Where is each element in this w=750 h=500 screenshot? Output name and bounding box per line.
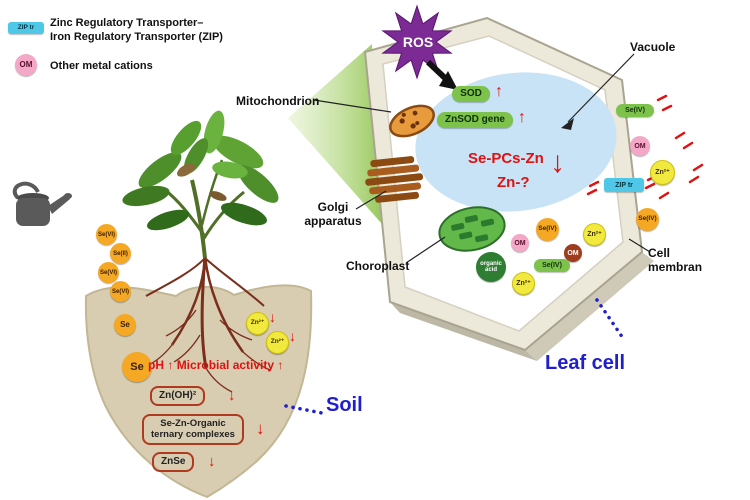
- vacuole-pointer-arrowhead: [561, 118, 574, 130]
- plant-illustration: [122, 110, 279, 259]
- soil-zn-bottom: Zn²⁺: [266, 331, 289, 354]
- organic-acid-line2: acid: [484, 267, 497, 273]
- mitochondrion-icon: [389, 104, 435, 138]
- legend-zip-text-line2: Iron Regulatory Transporter (ZIP): [50, 31, 223, 43]
- sod-box: SOD: [452, 86, 490, 102]
- cell-ion-om-dark: OM: [564, 244, 582, 262]
- ros-label: ROS: [402, 34, 434, 50]
- soil-zn-bottom-arrow: ↓: [289, 328, 296, 344]
- cell-ion-zn-right: Zn²⁺: [583, 223, 606, 246]
- cell-shadow-left: [390, 302, 537, 361]
- golgi-label-line1: Golgi: [317, 200, 349, 214]
- soil-box-znse: ZnSe: [152, 452, 195, 472]
- zip-transporter-badge: ZIP tr: [604, 178, 644, 192]
- microbial-up-arrow: ↑: [277, 358, 284, 372]
- ph-up-arrow: ↑: [167, 358, 174, 372]
- golgi-icon: [365, 156, 424, 203]
- soil-box-znoh: Zn(OH)²: [150, 386, 206, 406]
- soil-box-znoh-arrow: ↓: [228, 387, 236, 404]
- legend-zip-text-line1: Zinc Regulatory Transporter–: [50, 17, 204, 29]
- outside-ion-seiv-orange: Se(IV): [636, 208, 659, 231]
- soil-ion-sevi-3: Se(VI): [110, 281, 131, 302]
- soil-box-complex-line1: Se-Zn-Organic: [160, 418, 226, 429]
- microbial-label: Microbial activity: [176, 358, 275, 372]
- soil-box-complex-arrow: ↓: [256, 419, 265, 438]
- soil-box-complex: Se-Zn-Organic ternary complexes: [142, 414, 244, 445]
- plant-roots: [145, 255, 271, 393]
- cell-ion-seiv-green: Se(IV): [534, 259, 570, 272]
- organic-acid-line1: organic: [480, 261, 502, 267]
- leaf-cell-title: Leaf cell: [545, 352, 626, 374]
- zoom-cone: [288, 44, 382, 224]
- soil-ion-sevi-1: Se(VI): [96, 224, 117, 245]
- transport-dashes: [586, 94, 704, 200]
- mitochondrion-label: Mitochondrion: [236, 94, 320, 108]
- chloroplast-icon: [438, 206, 506, 252]
- cell-ion-seiv-orange: Se(IV): [536, 218, 559, 241]
- soil-ion-sevi-2: Se(VI): [98, 262, 119, 283]
- label-pointer-lines: [313, 53, 651, 264]
- znsod-gene-box: ZnSOD gene: [437, 112, 513, 128]
- soil-zn-top: Zn²⁺: [246, 312, 269, 335]
- outside-ion-om: OM: [630, 136, 650, 156]
- ros-arrow: [425, 59, 458, 90]
- cell-ion-om-pink: OM: [511, 234, 529, 252]
- vacuole-label: Vacuole: [630, 40, 676, 54]
- soil-zn-top-arrow: ↓: [269, 309, 276, 325]
- sod-up-arrow: ↑: [495, 83, 503, 100]
- soil-se-small: Se: [114, 314, 136, 336]
- se-pcs-zn-down-arrow: ↓: [550, 146, 565, 179]
- outside-ion-zn: Zn²⁺: [650, 160, 675, 185]
- golgi-label: Golgi apparatus: [294, 200, 372, 228]
- znsod-up-arrow: ↑: [518, 109, 526, 126]
- zn-unknown-label: Zn-?: [497, 174, 530, 191]
- vacuole-shape: [415, 72, 617, 212]
- cell-membrane-label-line1: Cell: [648, 246, 671, 260]
- soil-ion-seii: Se(II): [110, 243, 131, 264]
- ph-label: pH: [148, 358, 164, 372]
- cell-organic-acid-chip: organic acid: [476, 252, 506, 282]
- golgi-label-line2: apparatus: [304, 214, 362, 228]
- soil-se-big: Se: [122, 352, 152, 382]
- callout-dotted-lines: [284, 298, 627, 415]
- legend-zip-badge: ZIP tr: [8, 22, 44, 34]
- soil-box-complex-line2: ternary complexes: [151, 429, 235, 441]
- cell-membrane-label-line2: membran: [648, 260, 703, 275]
- outside-ion-seiv-green: Se(IV): [616, 104, 654, 117]
- cell-shadow-right: [525, 252, 654, 361]
- soil-box-znse-arrow: ↓: [208, 453, 216, 470]
- soil-ph-microbial-line: pH ↑ Microbial activity ↑: [148, 358, 283, 372]
- watering-can-icon: [12, 181, 72, 226]
- se-pcs-zn-label: Se-PCs-Zn: [468, 150, 544, 167]
- cell-ion-zn-left: Zn²⁺: [512, 272, 535, 295]
- legend-om-badge: OM: [15, 54, 37, 76]
- legend-om-label: Other metal cations: [50, 60, 153, 72]
- ros-star-icon: [381, 4, 453, 80]
- chloroplast-label: Choroplast: [346, 259, 410, 273]
- cell-membrane-label: Cell membran: [648, 246, 732, 275]
- soil-title: Soil: [326, 394, 363, 416]
